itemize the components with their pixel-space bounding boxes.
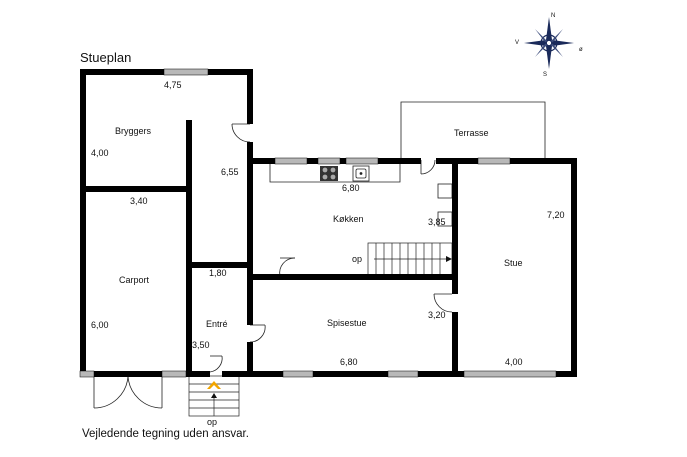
compass-v: V [515, 40, 519, 46]
room-label-carport: Carport [119, 275, 150, 285]
sink-icon [352, 165, 370, 182]
room-label-spisestue: Spisestue [327, 318, 367, 328]
dim-koekken-width: 6,80 [342, 183, 360, 193]
dim-carport-depth: 6,00 [91, 320, 109, 330]
entrance-arrow-icon [211, 393, 217, 398]
dim-entre-width: 1,80 [209, 268, 227, 278]
dim-hall-length: 6,55 [221, 167, 239, 177]
compass-s: S [543, 72, 547, 78]
room-label-entre: Entré [206, 319, 228, 329]
compass-n: N [551, 13, 555, 19]
room-label-stue: Stue [504, 258, 523, 268]
door-swings [209, 123, 453, 373]
dim-bryggers-depth: 4,00 [91, 148, 109, 158]
entrance-stairs [188, 375, 240, 417]
stair-label-entrance: op [207, 417, 217, 427]
terrace [400, 101, 546, 160]
entrance-marker-icon [207, 381, 221, 389]
walls [80, 69, 577, 377]
compass-o: ø [579, 47, 583, 53]
plan-title: Stueplan [80, 50, 131, 65]
windows [79, 68, 557, 378]
room-label-bryggers: Bryggers [115, 126, 152, 136]
dim-stue-width: 4,00 [505, 357, 523, 367]
stair-label-inner: op [352, 254, 362, 264]
dim-spisestue-width: 6,80 [340, 357, 358, 367]
carport-gate [93, 375, 163, 409]
room-label-terrasse: Terrasse [454, 128, 489, 138]
room-label-koekken: Køkken [333, 214, 364, 224]
stair-arrow-icon [446, 256, 452, 262]
dim-bryggers-width: 4,75 [164, 80, 182, 90]
dim-spisestue-depth: 3,20 [428, 310, 446, 320]
dim-carport-width: 3,40 [130, 196, 148, 206]
dim-koekken-depth: 3,85 [428, 217, 446, 227]
stove-icon [320, 166, 338, 181]
inner-stairs [367, 242, 453, 277]
dim-stue-depth: 7,20 [547, 210, 565, 220]
dim-entre-depth: 3,50 [192, 340, 210, 350]
compass-rose-icon [524, 17, 574, 69]
disclaimer-text: Vejledende tegning uden ansvar. [82, 428, 249, 440]
